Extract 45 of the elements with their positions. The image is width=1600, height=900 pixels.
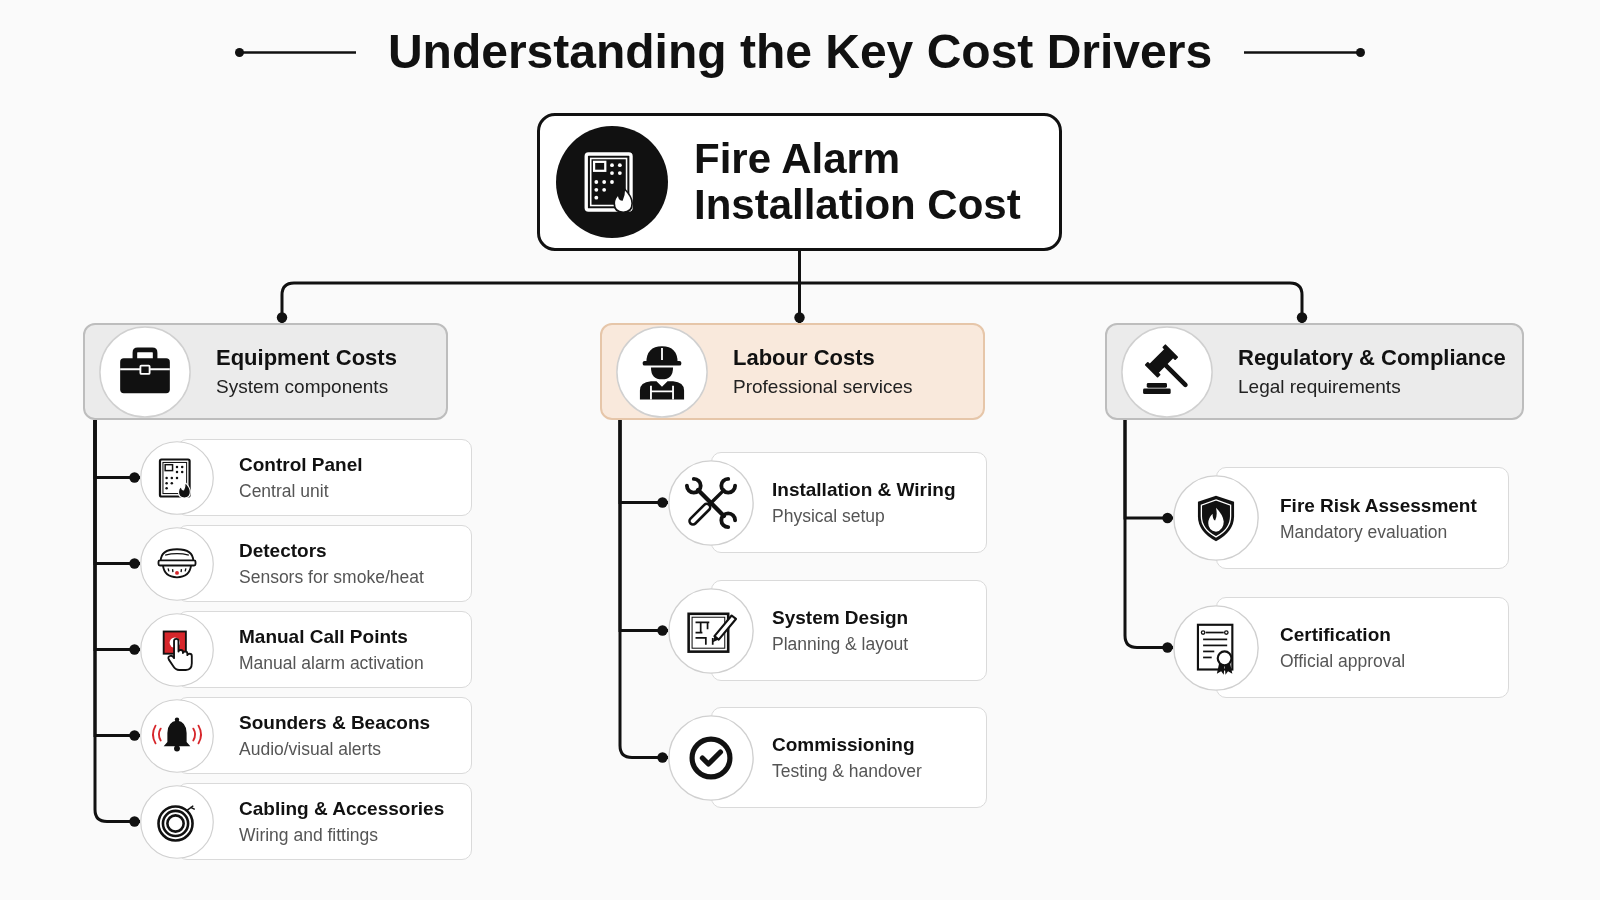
item-card	[140, 697, 472, 774]
item-title: Certification	[1280, 623, 1391, 647]
category-subtitle: System components	[216, 375, 389, 399]
item-title: Sounders & Beacons	[239, 711, 431, 735]
item-title: System Design	[772, 606, 909, 630]
item-card	[668, 452, 987, 553]
item-card	[140, 439, 472, 516]
item-card	[668, 580, 987, 681]
item-card	[1173, 467, 1509, 569]
item-subtitle: Physical setup	[772, 505, 885, 527]
item-title: Manual Call Points	[239, 625, 408, 649]
item-subtitle: Testing & handover	[772, 760, 922, 782]
connector-line	[618, 420, 668, 763]
item-title: Commissioning	[772, 733, 915, 757]
category-title: Equipment Costs	[216, 344, 397, 371]
diagram-title: Understanding the Key Cost Drivers	[387, 24, 1213, 80]
item-subtitle: Official approval	[1280, 650, 1406, 672]
item-card	[668, 707, 987, 808]
item-card	[140, 783, 472, 860]
root-title: Fire Alarm Installation Cost	[694, 136, 1022, 228]
item-subtitle: Planning & layout	[772, 633, 909, 655]
item-card	[140, 611, 472, 688]
category-subtitle: Legal requirements	[1238, 375, 1401, 399]
item-subtitle: Audio/visual alerts	[239, 738, 382, 760]
connector-line	[93, 420, 140, 827]
category-box	[1105, 323, 1524, 420]
root-box	[537, 113, 1062, 251]
item-card	[140, 525, 472, 602]
item-subtitle: Mandatory evaluation	[1280, 520, 1448, 543]
item-title: Control Panel	[239, 453, 363, 477]
item-title: Fire Risk Assessment	[1280, 493, 1477, 518]
item-subtitle: Manual alarm activation	[239, 652, 424, 674]
connector-line	[1123, 420, 1173, 653]
item-title: Cabling & Accessories	[239, 797, 445, 821]
item-card	[1173, 597, 1509, 698]
category-box	[600, 323, 985, 420]
item-subtitle: Wiring and fittings	[239, 824, 379, 846]
item-subtitle: Central unit	[239, 480, 329, 502]
item-title: Detectors	[239, 539, 327, 563]
category-subtitle: Professional services	[733, 375, 913, 399]
category-title: Labour Costs	[733, 344, 875, 371]
category-box	[83, 323, 448, 420]
item-subtitle: Sensors for smoke/heat	[239, 566, 424, 588]
item-title: Installation & Wiring	[772, 478, 956, 502]
category-title: Regulatory & Compliance	[1238, 344, 1506, 371]
